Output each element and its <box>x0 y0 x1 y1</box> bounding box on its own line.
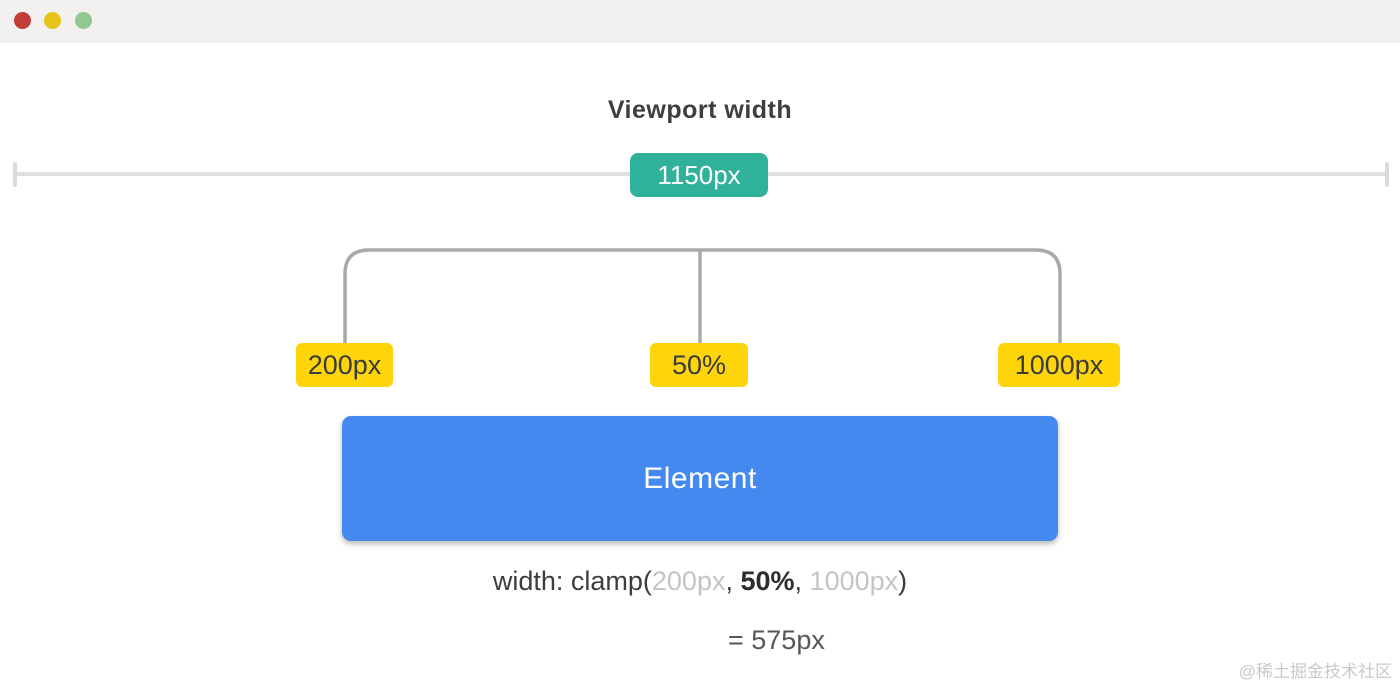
computed-result: = 575px <box>728 625 825 655</box>
clamp-preferred-tag: 50% <box>650 343 748 387</box>
formula-min-value: 200px <box>651 566 726 596</box>
viewport-width-badge: 1150px <box>630 153 768 197</box>
clamp-min-tag: 200px <box>296 343 393 387</box>
formula-separator: , <box>794 566 810 596</box>
formula-suffix: ) <box>898 566 908 596</box>
viewport-ruler-right-cap <box>1385 162 1389 187</box>
page-title: Viewport width <box>607 96 793 124</box>
minimize-button[interactable] <box>44 12 61 29</box>
zoom-button[interactable] <box>75 12 92 29</box>
formula-max-value: 1000px <box>809 566 899 596</box>
clamp-formula: width: clamp(200px, 50%, 1000px) <box>0 566 1400 597</box>
formula-prefix: width: clamp( <box>492 566 652 596</box>
formula-preferred-value: 50% <box>740 566 795 596</box>
element-box-label: Element <box>643 461 757 495</box>
watermark: @稀土掘金技术社区 <box>1238 662 1392 681</box>
close-button[interactable] <box>14 12 31 29</box>
window-titlebar <box>0 0 1400 43</box>
formula-separator: , <box>725 566 741 596</box>
viewport-ruler-left-cap <box>13 162 17 187</box>
element-box: Element <box>342 416 1058 541</box>
clamp-max-tag: 1000px <box>998 343 1120 387</box>
